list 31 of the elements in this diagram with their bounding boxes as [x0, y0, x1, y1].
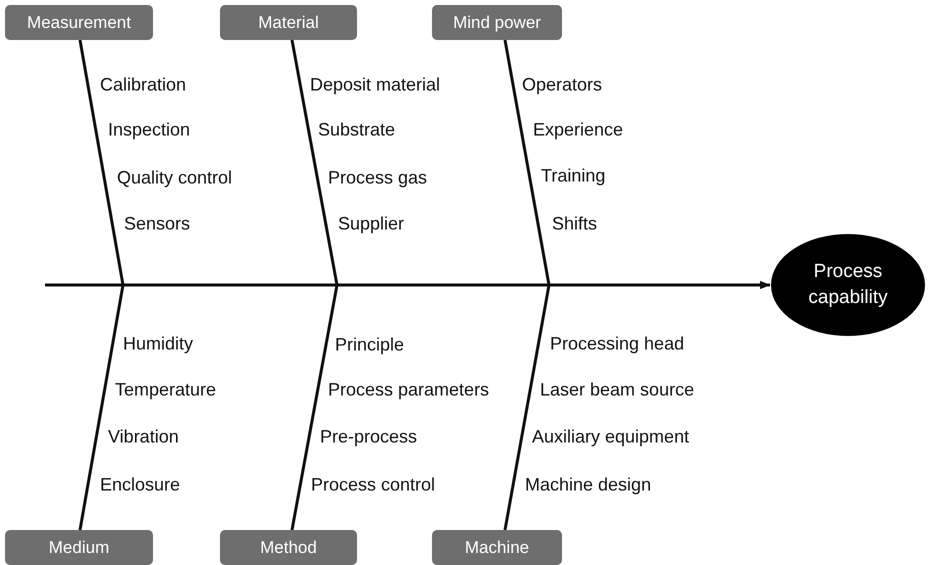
cause-label: Humidity	[123, 334, 194, 354]
cause-label: Vibration	[108, 426, 179, 448]
cause-label: Substrate	[318, 120, 396, 140]
cause-label: Deposit material	[310, 74, 440, 96]
cause-label: Process parameters	[328, 380, 490, 400]
cause-label: Sensors	[124, 214, 190, 234]
cause-label: Process gas	[328, 168, 428, 188]
cause-label: Inspection	[108, 120, 190, 140]
cause-label: Pre-process	[320, 426, 418, 448]
category-box: Material	[220, 5, 357, 40]
effect-ellipse: Process capability	[770, 233, 926, 337]
cause-label: Experience	[533, 120, 624, 140]
cause-label: Process control	[311, 474, 436, 496]
cause-label: Calibration	[100, 74, 186, 96]
cause-label: Supplier	[338, 214, 404, 234]
cause-label: Quality control	[117, 168, 232, 188]
cause-label: Processing head	[550, 334, 684, 354]
cause-label: Machine design	[525, 474, 652, 496]
category-box: Medium	[5, 530, 153, 565]
cause-label: Enclosure	[100, 474, 180, 496]
category-box: Machine	[432, 530, 562, 565]
cause-label: Auxiliary equipment	[532, 426, 690, 448]
category-box: Mind power	[432, 5, 562, 40]
category-box: Method	[220, 530, 357, 565]
cause-label: Operators	[522, 74, 602, 96]
category-box: Measurement	[5, 5, 153, 40]
cause-label: Training	[541, 166, 606, 186]
cause-label: Temperature	[115, 380, 216, 400]
cause-label: Principle	[335, 334, 404, 356]
cause-label: Laser beam source	[540, 380, 694, 400]
cause-label: Shifts	[552, 214, 598, 234]
